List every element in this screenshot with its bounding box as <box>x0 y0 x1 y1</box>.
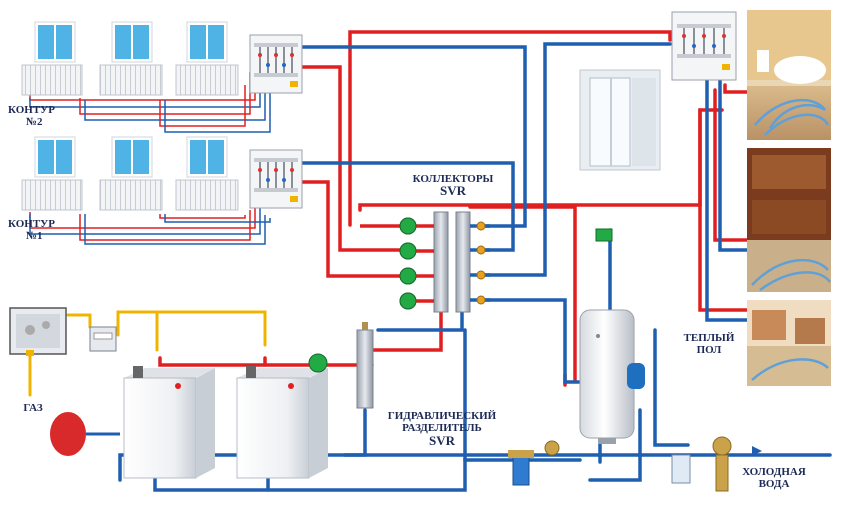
cold-water-label-line1: ХОЛОДНАЯ <box>742 466 806 478</box>
hydro-separator-label-line2: РАЗДЕЛИТЕЛЬ <box>402 422 482 434</box>
contour2-label-line2: №2 <box>26 116 43 128</box>
cold-water-label: ХОЛОДНАЯ ВОДА <box>736 466 812 490</box>
contour1-label: КОНТУР №1 <box>8 218 72 242</box>
window <box>111 21 153 63</box>
contour1-radiators <box>21 136 239 211</box>
water-filter <box>508 450 534 486</box>
window <box>34 136 76 178</box>
gas-control-box <box>9 307 67 356</box>
cold-water-filter <box>671 454 691 484</box>
cold-water-valves <box>712 436 762 492</box>
gas-label: ГАЗ <box>23 402 43 414</box>
hydro-separator-label-line3: SVR <box>428 433 455 448</box>
warm-floor-kitchen <box>747 148 832 292</box>
radiator <box>99 179 163 211</box>
shower-cabin <box>579 69 661 171</box>
warm-floor-label-line2: ПОЛ <box>696 344 722 356</box>
main-supply-pipes <box>158 30 752 387</box>
warm-floor-living-room <box>747 300 831 386</box>
window <box>186 136 228 178</box>
collectors-label-line2: SVR <box>439 183 466 198</box>
cold-water-label-line2: ВОДА <box>758 478 790 490</box>
contour1-pipes <box>29 200 271 245</box>
hydro-separator-label-line1: ГИДРАВЛИЧЕСКИЙ <box>387 410 497 422</box>
contour1-label-line1: КОНТУР <box>8 218 55 230</box>
hydro-separator-label: ГИДРАВЛИЧЕСКИЙ РАЗДЕЛИТЕЛЬ SVR <box>372 410 512 448</box>
collectors-label: КОЛЛЕКТОРЫ SVR <box>398 173 508 197</box>
contour2-radiators <box>21 21 239 96</box>
radiator <box>175 179 239 211</box>
contour2-manifold-box <box>249 34 303 94</box>
expansion-tank-red <box>50 412 120 456</box>
radiator <box>99 64 163 96</box>
radiator <box>21 64 83 96</box>
gas-meter <box>89 326 117 352</box>
boiler-right <box>236 366 328 479</box>
window <box>111 136 153 178</box>
gas-pipes <box>28 310 267 397</box>
expansion-tank-small <box>627 363 645 389</box>
warm-floor-label: ТЕПЛЫЙ ПОЛ <box>674 332 744 356</box>
warm-floor-manifold-box <box>671 11 737 81</box>
contour2-label: КОНТУР №2 <box>8 104 72 128</box>
warm-floor-bathroom <box>747 10 831 140</box>
radiator <box>175 64 239 96</box>
window <box>186 21 228 63</box>
collector-svr <box>360 211 490 313</box>
collectors-label-line1: КОЛЛЕКТОРЫ <box>412 173 494 185</box>
hydraulic-separator <box>356 322 374 409</box>
contour2-label-line1: КОНТУР <box>8 104 55 116</box>
window <box>34 21 76 63</box>
boiler-left <box>123 366 215 479</box>
boiler-pump <box>308 353 328 373</box>
contour1-label-line2: №1 <box>26 230 43 242</box>
water-heater-tank <box>579 309 635 444</box>
warm-floor-label-line1: ТЕПЛЫЙ <box>683 332 735 344</box>
mixing-valve <box>544 440 560 456</box>
contour1-manifold-box <box>249 149 303 209</box>
tank-pump <box>595 228 613 242</box>
radiator <box>21 179 83 211</box>
